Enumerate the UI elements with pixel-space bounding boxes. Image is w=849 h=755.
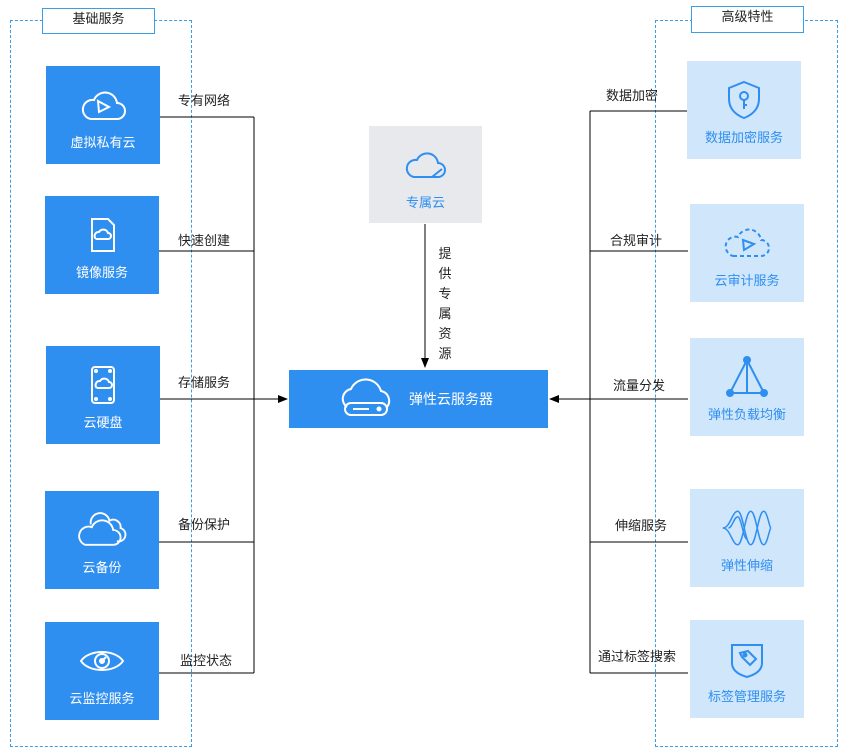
connector-label-encryption: 数据加密 [606,89,659,104]
connector-label-tag: 通过标签搜索 [598,650,677,665]
cloud-server-icon [337,377,397,421]
wave-scaling-icon [721,507,773,549]
dedicated-cloud[interactable]: 专属云 [369,126,482,223]
connector-label-disk: 存储服务 [178,376,231,391]
cloud-backup-icon [76,509,128,551]
service-data-encryption-label: 数据加密服务 [704,131,783,146]
connector-label-monitor: 监控状态 [180,654,233,669]
service-auto-scaling[interactable]: 弹性伸缩 [690,489,804,587]
ecs-main-label: 弹性云服务器 [409,392,493,408]
connector-label-balancer: 流量分发 [613,379,666,394]
load-balance-icon [721,356,773,398]
service-tag-management-label: 标签管理服务 [707,690,786,705]
disk-icon [77,364,129,406]
service-monitor-label: 云监控服务 [69,692,135,707]
service-image[interactable]: 镜像服务 [45,196,159,294]
advanced-features-title: 高级特性 [691,6,804,33]
service-vpc[interactable]: 虚拟私有云 [46,66,160,164]
service-vpc-label: 虚拟私有云 [70,136,136,151]
connector-label-image: 快速创建 [178,234,231,249]
service-load-balancer[interactable]: 弹性负载均衡 [690,338,804,436]
connector-label-backup: 备份保护 [178,518,231,533]
service-disk[interactable]: 云硬盘 [46,346,160,444]
service-load-balancer-label: 弹性负载均衡 [707,408,786,423]
service-cloud-audit-label: 云审计服务 [714,274,780,289]
connector-label-vpc: 专有网络 [178,94,231,109]
service-image-label: 镜像服务 [75,266,128,281]
tag-icon [721,638,773,680]
service-data-encryption[interactable]: 数据加密服务 [687,61,801,159]
service-auto-scaling-label: 弹性伸缩 [720,559,773,574]
cloud-share-icon [400,144,452,186]
basic-services-title: 基础服务 [42,8,155,34]
service-cloud-audit[interactable]: 云审计服务 [690,204,804,302]
service-monitor[interactable]: 云监控服务 [45,622,159,720]
shield-key-icon [718,79,770,121]
eye-monitor-icon [76,640,128,682]
connector-label-audit: 合规审计 [610,234,663,249]
service-tag-management[interactable]: 标签管理服务 [690,620,804,718]
connector-label-scaling: 伸缩服务 [615,519,668,534]
cloud-audit-icon [721,222,773,264]
ecs-main-node[interactable]: 弹性云服务器 [289,370,548,428]
cloud-vpc-icon [77,84,129,126]
service-backup[interactable]: 云备份 [45,491,159,589]
image-file-icon [76,214,128,256]
provide-resources-label: 提供专属资源 [438,247,452,362]
service-backup-label: 云备份 [82,561,122,576]
service-disk-label: 云硬盘 [83,416,123,431]
dedicated-cloud-label: 专属云 [405,196,445,211]
